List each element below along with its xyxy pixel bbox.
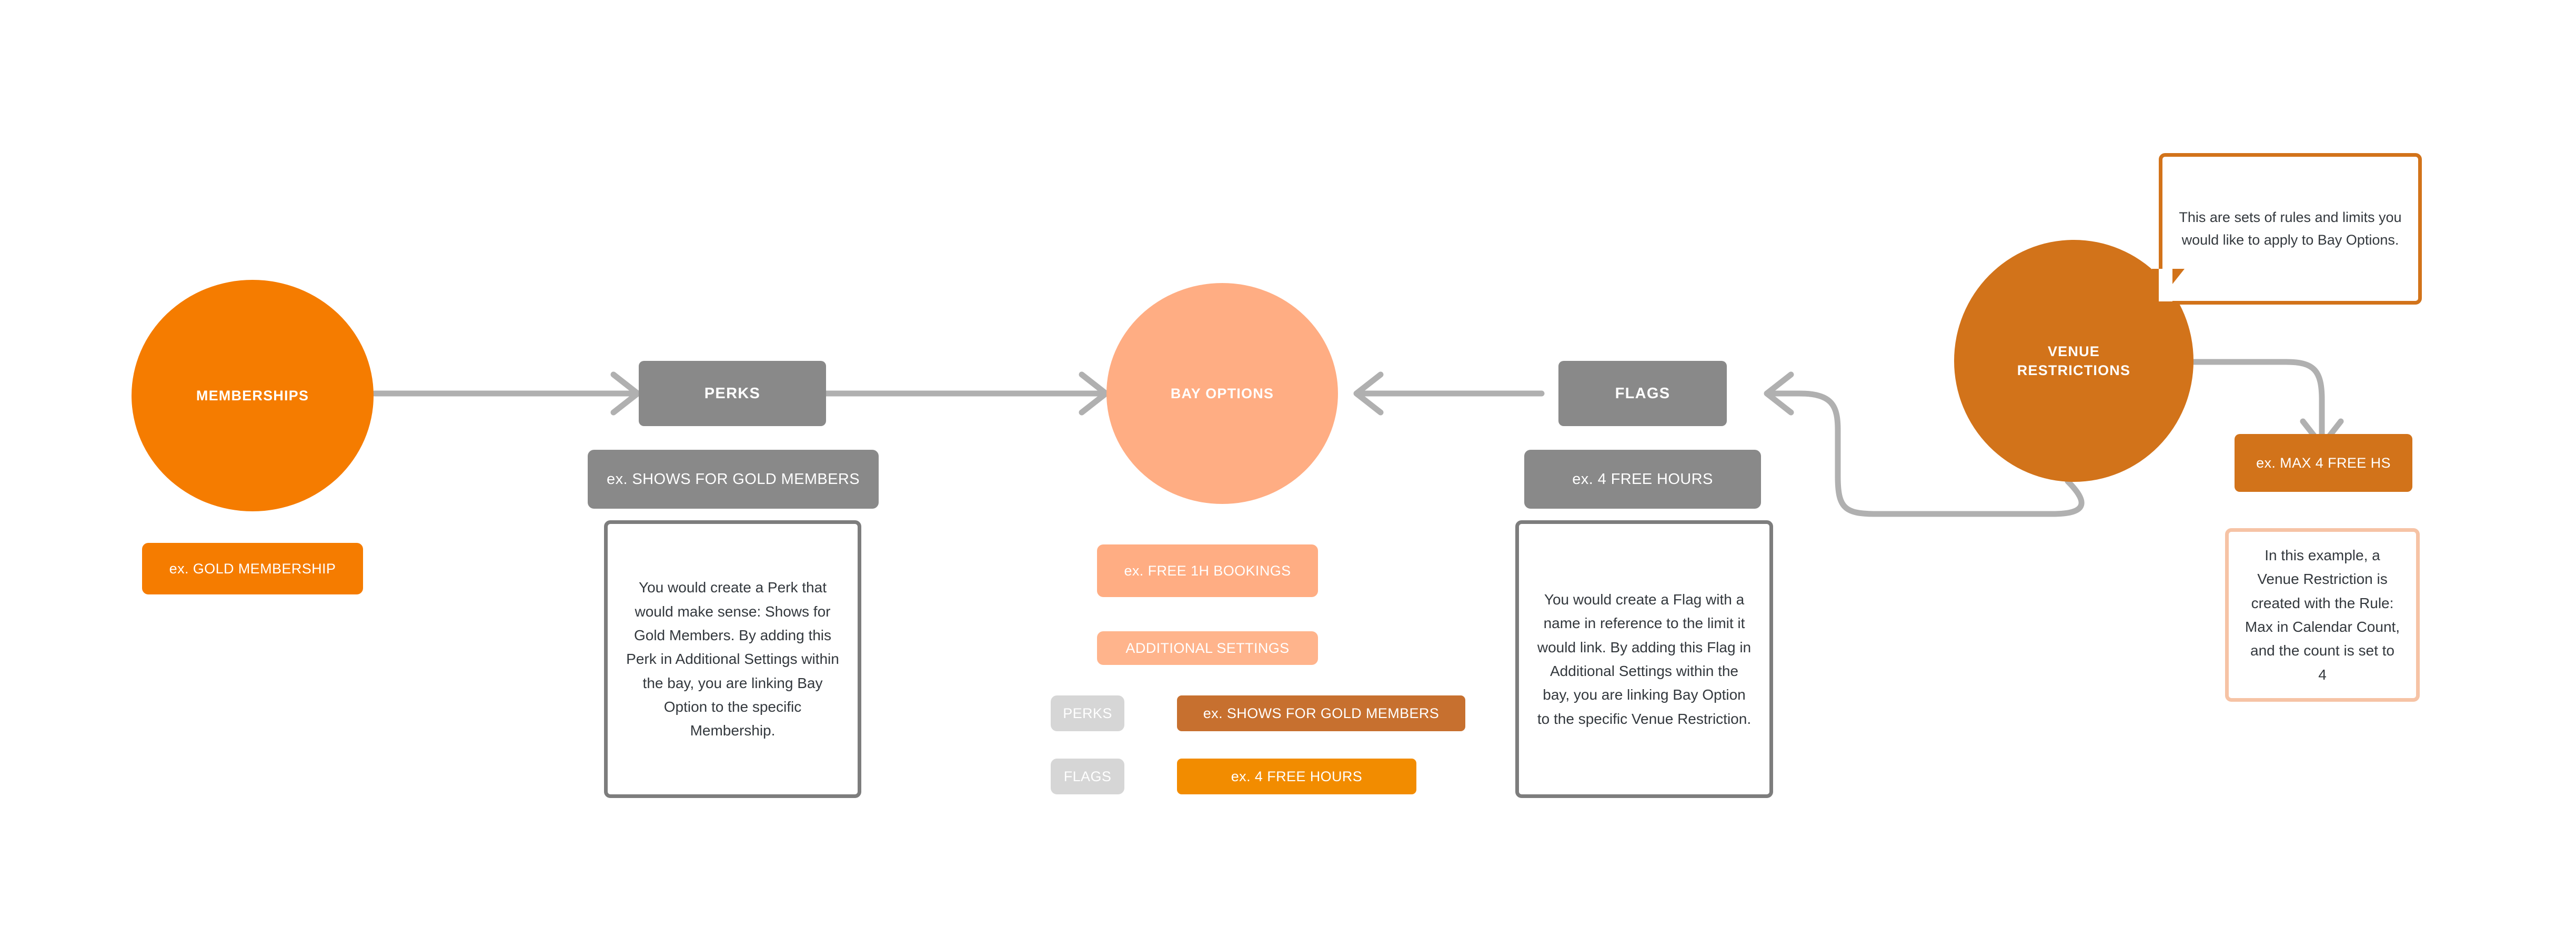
memberships-circle-label: MEMBERSHIPS [196,387,309,403]
perks-description-text: You would create a Perk that would make … [626,579,839,739]
venue-restrictions-callout: This are sets of rules and limits you wo… [2159,153,2422,305]
flags-description-text: You would create a Flag with a name in r… [1537,591,1752,727]
memberships-example-chip[interactable]: ex. GOLD MEMBERSHIP [142,543,363,594]
flags-node[interactable]: FLAGS [1558,361,1727,426]
settings-row-label-flags-text: FLAGS [1063,768,1112,784]
venue-restrictions-example-label: ex. MAX 4 FREE HS [2256,455,2391,471]
additional-settings-label: ADDITIONAL SETTINGS [1125,640,1290,656]
perks-node-label: PERKS [704,385,761,402]
perks-example-chip[interactable]: ex. SHOWS FOR GOLD MEMBERS [588,450,879,509]
arrowhead-flags-to-bayoptions [1353,371,1384,416]
venue-restrictions-description-card: In this example, a Venue Restriction is … [2225,528,2420,702]
flags-description-card: You would create a Flag with a name in r… [1515,520,1773,798]
settings-row-label-perks-text: PERKS [1063,705,1112,721]
settings-row-value-flags-text: ex. 4 FREE HOURS [1231,768,1363,784]
settings-row-value-perks-text: ex. SHOWS FOR GOLD MEMBERS [1203,705,1440,721]
memberships-circle[interactable]: MEMBERSHIPS [132,280,374,511]
venue-restrictions-circle-label: VENUE RESTRICTIONS [2017,342,2130,380]
venue-restrictions-callout-text: This are sets of rules and limits you wo… [2179,209,2402,248]
perks-description-card: You would create a Perk that would make … [604,520,861,798]
additional-settings-chip[interactable]: ADDITIONAL SETTINGS [1097,631,1318,665]
venue-restrictions-label-line1: VENUE [2047,343,2100,359]
flags-node-label: FLAGS [1615,385,1671,402]
arrowhead-venue-to-flags [1764,371,1794,416]
venue-restrictions-example-chip[interactable]: ex. MAX 4 FREE HS [2235,434,2412,492]
settings-row-label-flags[interactable]: FLAGS [1051,759,1124,794]
venue-restrictions-description-text: In this example, a Venue Restriction is … [2245,547,2400,683]
arrowhead-memberships-to-perks [610,371,641,416]
arrow-venue-to-example [2172,359,2325,448]
memberships-example-label: ex. GOLD MEMBERSHIP [169,560,336,577]
bay-options-circle[interactable]: BAY OPTIONS [1106,283,1338,504]
bay-options-circle-label: BAY OPTIONS [1170,385,1274,401]
settings-row-label-perks[interactable]: PERKS [1051,695,1124,731]
flags-example-label: ex. 4 FREE HOURS [1572,470,1713,488]
arrowhead-perks-to-bayoptions [1079,371,1109,416]
perks-example-label: ex. SHOWS FOR GOLD MEMBERS [607,470,860,488]
settings-row-value-flags[interactable]: ex. 4 FREE HOURS [1177,759,1416,794]
bay-options-example-chip[interactable]: ex. FREE 1H BOOKINGS [1097,544,1318,597]
callout-tail-mask [2159,269,2172,301]
bay-options-example-label: ex. FREE 1H BOOKINGS [1124,562,1291,579]
perks-node[interactable]: PERKS [639,361,826,426]
venue-restrictions-label-line2: RESTRICTIONS [2017,362,2131,378]
settings-row-value-perks[interactable]: ex. SHOWS FOR GOLD MEMBERS [1177,695,1465,731]
flags-example-chip[interactable]: ex. 4 FREE HOURS [1524,450,1761,509]
